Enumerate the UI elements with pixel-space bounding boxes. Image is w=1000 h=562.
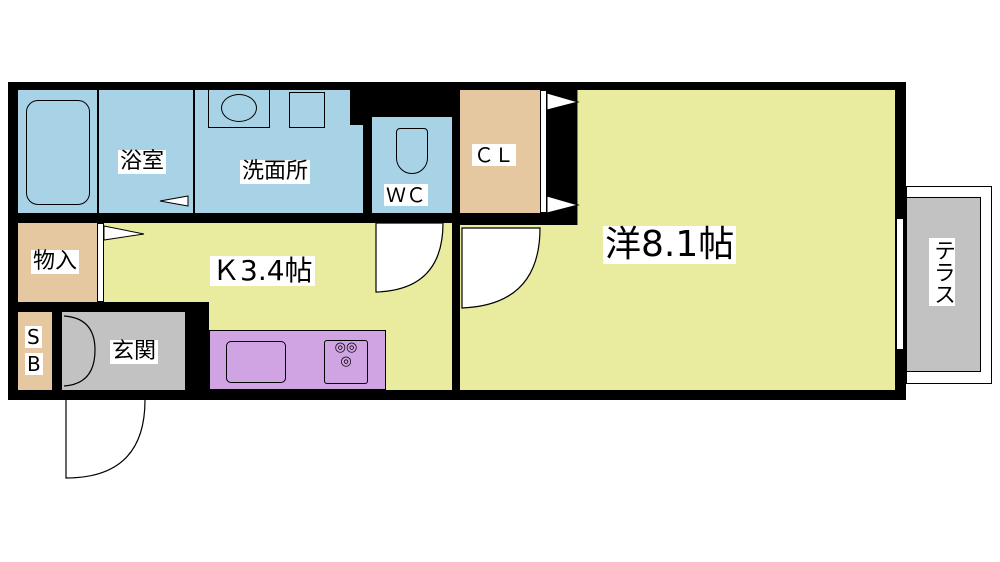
toilet-icon	[396, 128, 428, 174]
label-entrance: 玄関	[110, 339, 159, 364]
sink-icon	[208, 90, 270, 128]
label-kitchen: Ｋ3.4帖	[210, 254, 315, 287]
wall-kitchen-western	[452, 213, 460, 390]
closet-doors	[540, 90, 547, 213]
kitchen-sink-icon	[226, 341, 286, 383]
sliding-door-marks	[103, 92, 580, 241]
bath-divider	[97, 90, 99, 213]
terrace-window	[896, 218, 904, 350]
label-shoe-box-b: B	[25, 352, 43, 376]
label-bath: 浴室	[118, 149, 167, 174]
wall-wet	[18, 213, 452, 223]
label-terrace: テラス	[929, 238, 955, 306]
bathtub	[26, 100, 90, 205]
entrance-wall	[18, 302, 208, 312]
label-storage: 物入	[31, 249, 80, 274]
western-door-icon	[461, 227, 541, 309]
front-door-icon	[65, 399, 146, 479]
stove-icon: ◎◎◎	[324, 340, 368, 384]
label-shoe-box-s: S	[25, 325, 42, 349]
wall-block	[350, 90, 364, 125]
label-washroom: 洗面所	[240, 159, 311, 184]
shoe-box-door-icon	[63, 315, 96, 387]
entrance-wall-side	[185, 302, 209, 390]
label-wc: ＷＣ	[384, 183, 428, 207]
label-closet: ＣＬ	[472, 143, 516, 167]
wc-door-icon	[375, 222, 444, 293]
washing-machine-icon	[289, 92, 325, 128]
sink-basin	[221, 94, 257, 122]
storage-door	[97, 223, 104, 302]
shoe-box	[18, 312, 52, 390]
label-western-room: 洋8.1帖	[603, 224, 737, 265]
closet-wall	[452, 213, 547, 222]
